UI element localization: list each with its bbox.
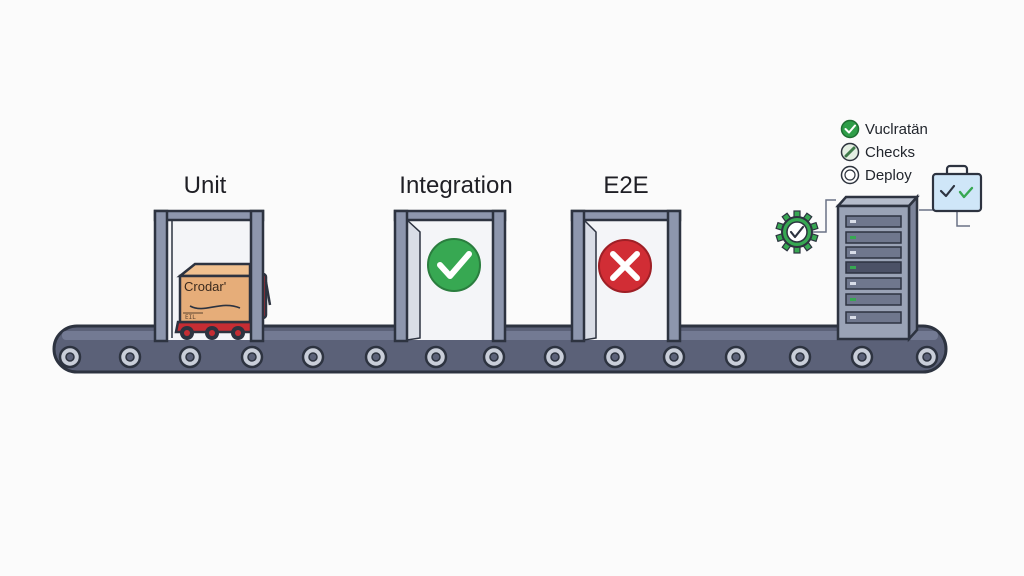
belt-roller [603,345,627,369]
stage-e2e: E2E [570,172,682,343]
legend: Vuclrаtӓn Checks Deploy [840,119,928,185]
server-slot [845,231,902,244]
server-rack-icon [835,193,920,343]
belt-roller [543,345,567,369]
server-slot [845,261,902,274]
belt-roller [118,345,142,369]
legend-label-2: Deploy [865,167,912,184]
server-slot [845,246,902,259]
stage-label-integration: Integration [399,172,512,199]
stage-integration: Integration [393,172,513,343]
belt-roller [58,345,82,369]
server-slot [845,311,902,324]
package-box-icon [176,262,252,324]
package-tag: EIL [185,314,196,321]
legend-label-1: Checks [865,144,915,161]
fail-x-icon [598,239,652,293]
server-slot [845,215,902,228]
gate-frame-unit [153,209,265,343]
legend-item-0: Vuclrаtӓn [840,119,928,139]
check-circle-icon [840,119,860,139]
belt-roller [724,345,748,369]
gate-frame-integration [393,209,507,343]
stage-unit: Unit Crodar' EIL [153,172,272,343]
package-label: Crodar' [184,279,226,294]
conveyor-belt [52,324,948,374]
pass-check-icon [427,238,481,292]
belt-roller [482,345,506,369]
legend-item-1: Checks [840,142,915,162]
suitcase-check-icon [931,164,983,213]
belt-roller [662,345,686,369]
belt-roller [301,345,325,369]
ring-icon [840,165,860,185]
legend-label-0: Vuclrаtӓn [865,121,928,138]
belt-roller [850,345,874,369]
belt-roller [178,345,202,369]
pencil-check-icon [840,142,860,162]
server-slot [845,277,902,290]
stage-label-e2e: E2E [603,172,648,199]
belt-roller [240,345,264,369]
belt-roller [915,345,939,369]
belt-roller [788,345,812,369]
belt-roller [364,345,388,369]
belt-roller [424,345,448,369]
stage-label-unit: Unit [184,172,227,199]
server-slot [845,293,902,306]
gate-frame-e2e [570,209,682,343]
belt-rollers [58,345,939,369]
legend-item-2: Deploy [840,165,912,185]
gear-check-icon [775,210,819,254]
server-slots [845,215,902,324]
